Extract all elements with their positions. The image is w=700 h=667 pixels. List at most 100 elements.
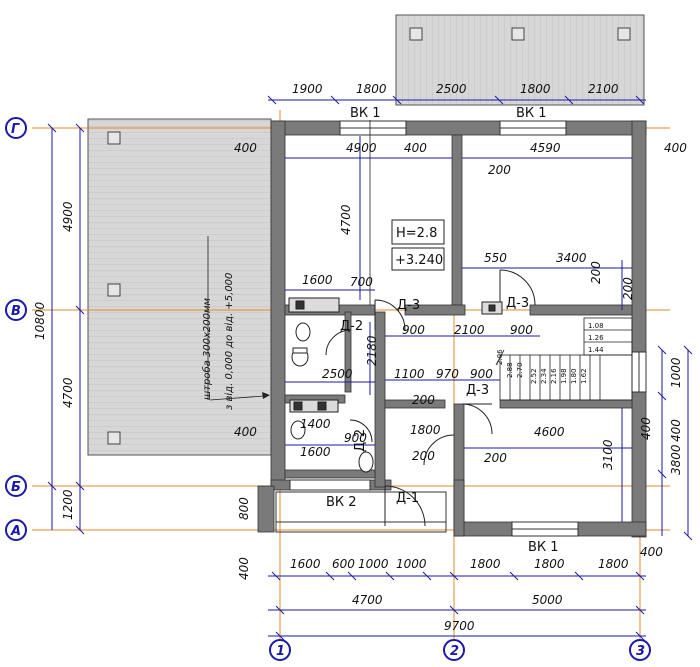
roof-left bbox=[87, 118, 272, 456]
svg-text:400: 400 bbox=[640, 545, 663, 559]
level-height: Н=2.8 bbox=[396, 226, 437, 241]
bottom-dimensions: 1600 600 1000 1000 1800 1800 1800 4700 5… bbox=[237, 557, 629, 633]
svg-text:3100: 3100 bbox=[601, 439, 615, 470]
svg-text:4700: 4700 bbox=[352, 593, 383, 607]
window-labels: ВК 1 ВК 1 ВК 1 ВК 2 bbox=[326, 106, 559, 555]
svg-text:800: 800 bbox=[237, 497, 251, 520]
svg-text:5000: 5000 bbox=[532, 593, 563, 607]
top-dimensions: 1900 1800 2500 1800 2100 bbox=[292, 82, 619, 96]
door-label-d3b: Д-3 bbox=[506, 296, 529, 311]
svg-text:4700: 4700 bbox=[339, 204, 353, 235]
axis-label-row-a: А bbox=[10, 524, 21, 539]
svg-text:200: 200 bbox=[412, 449, 435, 463]
right-dimensions: 1000 400 3800 200 400 bbox=[621, 277, 683, 559]
door-label-d2b: Д-2 bbox=[353, 429, 368, 452]
svg-text:200: 200 bbox=[589, 261, 603, 284]
axis-label-row-b: Б bbox=[11, 480, 21, 495]
svg-text:4900: 4900 bbox=[346, 141, 377, 155]
svg-text:1600: 1600 bbox=[290, 557, 321, 571]
dimension-lines bbox=[47, 95, 693, 641]
door-label-d1: Д-1 bbox=[396, 491, 419, 506]
svg-text:900: 900 bbox=[510, 323, 533, 337]
stair-step-labels: 1.08 1.26 1.44 2.06 2.88 2.70 2.52 2.34 … bbox=[496, 322, 604, 384]
staircase bbox=[495, 317, 633, 401]
interior-dimensions: 4900 4590 400 400 400 400 200 200 200 20… bbox=[234, 141, 687, 520]
axis-label-col-1: 1 bbox=[276, 644, 285, 659]
svg-text:1900: 1900 bbox=[292, 82, 323, 96]
level-marker: Н=2.8 +3.240 bbox=[369, 120, 445, 305]
svg-text:900: 900 bbox=[344, 431, 367, 445]
svg-text:1200: 1200 bbox=[61, 489, 75, 520]
svg-text:1000: 1000 bbox=[396, 557, 427, 571]
svg-text:970: 970 bbox=[436, 367, 459, 381]
svg-text:200: 200 bbox=[621, 277, 635, 300]
svg-text:2.70: 2.70 bbox=[516, 362, 524, 378]
svg-text:1800: 1800 bbox=[598, 557, 629, 571]
svg-text:1400: 1400 bbox=[300, 417, 331, 431]
svg-text:2.88: 2.88 bbox=[506, 362, 514, 378]
svg-text:1.62: 1.62 bbox=[580, 368, 588, 384]
svg-text:1600: 1600 bbox=[300, 445, 331, 459]
window-label-vk1-top-right: ВК 1 bbox=[516, 106, 547, 121]
axis-label-row-v: В bbox=[11, 304, 21, 319]
svg-text:2180: 2180 bbox=[365, 335, 379, 366]
svg-text:2100: 2100 bbox=[454, 323, 485, 337]
svg-text:штроба 300х200мм: штроба 300х200мм bbox=[201, 297, 213, 400]
svg-text:1800: 1800 bbox=[356, 82, 387, 96]
svg-text:2.16: 2.16 bbox=[550, 368, 558, 384]
svg-text:550: 550 bbox=[484, 251, 507, 265]
svg-text:1.08: 1.08 bbox=[588, 322, 604, 330]
svg-text:2500: 2500 bbox=[322, 367, 353, 381]
svg-text:10800: 10800 bbox=[33, 301, 47, 340]
sanitary-fixtures bbox=[288, 297, 503, 473]
svg-text:1.44: 1.44 bbox=[588, 346, 604, 354]
window-label-vk1-top-left: ВК 1 bbox=[350, 106, 381, 121]
door-label-d3a: Д-3 bbox=[397, 298, 420, 313]
porch bbox=[275, 491, 447, 533]
window-label-vk2: ВК 2 bbox=[326, 495, 357, 510]
svg-text:1800: 1800 bbox=[520, 82, 551, 96]
svg-text:1000: 1000 bbox=[669, 357, 683, 388]
axis-label-col-2: 2 bbox=[450, 644, 459, 659]
svg-text:400: 400 bbox=[669, 419, 683, 442]
roof-top bbox=[395, 14, 645, 106]
axis-label-row-g: Г bbox=[11, 122, 20, 137]
level-elevation: +3.240 bbox=[395, 253, 443, 268]
svg-text:2.34: 2.34 bbox=[540, 368, 548, 384]
svg-text:1800: 1800 bbox=[534, 557, 565, 571]
svg-text:4900: 4900 bbox=[61, 201, 75, 232]
svg-text:400: 400 bbox=[237, 557, 251, 580]
svg-text:400: 400 bbox=[234, 141, 257, 155]
svg-text:4700: 4700 bbox=[61, 377, 75, 408]
svg-text:2.06: 2.06 bbox=[496, 349, 504, 365]
svg-text:1.80: 1.80 bbox=[570, 368, 578, 384]
svg-text:1800: 1800 bbox=[410, 423, 441, 437]
svg-text:200: 200 bbox=[412, 393, 435, 407]
svg-text:1600: 1600 bbox=[302, 273, 333, 287]
svg-text:з від. 0,000 до від. +5,000: з від. 0,000 до від. +5,000 bbox=[223, 273, 235, 410]
left-dimensions: 4900 4700 10800 1200 bbox=[33, 201, 75, 520]
svg-text:1.98: 1.98 bbox=[560, 368, 568, 384]
svg-text:400: 400 bbox=[404, 141, 427, 155]
svg-text:1800: 1800 bbox=[470, 557, 501, 571]
svg-text:400: 400 bbox=[664, 141, 687, 155]
svg-text:1100: 1100 bbox=[394, 367, 425, 381]
door-swings bbox=[325, 269, 536, 527]
door-label-d3c: Д-3 bbox=[466, 383, 489, 398]
axis-label-col-3: 3 bbox=[636, 644, 645, 659]
windows bbox=[289, 120, 647, 537]
svg-text:1.26: 1.26 bbox=[588, 334, 604, 342]
svg-text:2100: 2100 bbox=[588, 82, 619, 96]
svg-text:4590: 4590 bbox=[530, 141, 561, 155]
svg-text:2500: 2500 bbox=[436, 82, 467, 96]
svg-text:200: 200 bbox=[488, 163, 511, 177]
svg-text:3400: 3400 bbox=[556, 251, 587, 265]
chase-note: штроба 300х200мм з від. 0,000 до від. +5… bbox=[201, 236, 270, 410]
svg-text:200: 200 bbox=[484, 451, 507, 465]
svg-text:400: 400 bbox=[639, 417, 653, 440]
svg-text:700: 700 bbox=[350, 275, 373, 289]
svg-text:9700: 9700 bbox=[444, 619, 475, 633]
axis-labels: Г В Б А 1 2 3 bbox=[10, 122, 645, 659]
svg-text:4600: 4600 bbox=[534, 425, 565, 439]
